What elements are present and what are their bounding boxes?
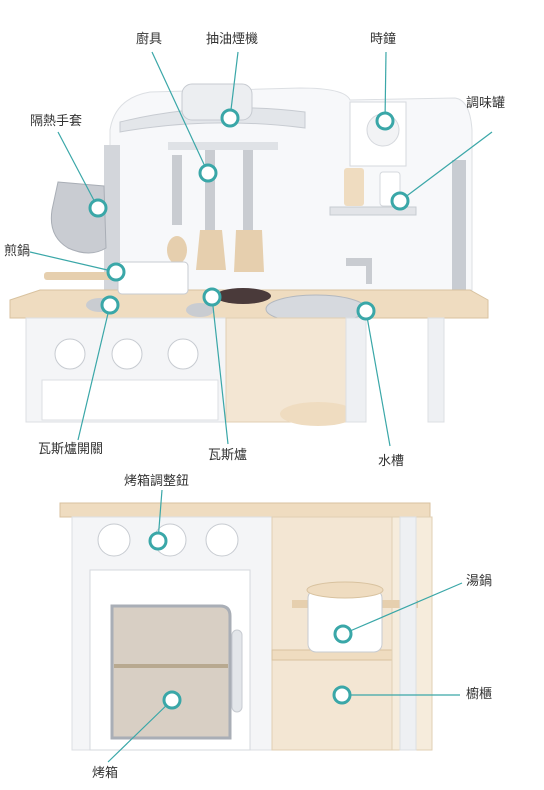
label-clock: 時鐘 xyxy=(370,32,397,47)
spoon-head xyxy=(167,236,187,264)
oven-handle xyxy=(231,629,243,713)
knob-3 xyxy=(167,338,199,370)
label-oven: 烤箱 xyxy=(92,766,119,781)
label-stove-knob: 瓦斯爐開關 xyxy=(38,442,104,457)
spice-jar-1 xyxy=(344,168,364,206)
top-kitchen-illustration xyxy=(9,83,489,426)
marker-cabinet xyxy=(332,685,352,705)
knob-2 xyxy=(111,338,143,370)
marker-range-hood xyxy=(220,108,240,128)
label-soup-pot: 湯鍋 xyxy=(466,574,493,589)
marker-utensils xyxy=(198,163,218,183)
label-spice-jars: 調味罐 xyxy=(466,96,506,111)
spice-shelf xyxy=(329,206,417,216)
leader-frying-pan xyxy=(29,251,117,273)
bottom-knob-1 xyxy=(97,523,131,557)
label-oven-mitt: 隔熱手套 xyxy=(30,114,83,129)
faucet xyxy=(346,258,372,284)
bottom-knob-3 xyxy=(205,523,239,557)
marker-soup-pot xyxy=(333,624,353,644)
bottom-kitchen-illustration xyxy=(59,502,433,751)
label-stove: 瓦斯爐 xyxy=(208,448,248,463)
marker-clock xyxy=(375,111,395,131)
frying-pan-handle xyxy=(44,272,120,280)
bottom-counter-top xyxy=(59,502,431,518)
leader-stove-knob xyxy=(77,304,111,441)
utensil-rail xyxy=(168,142,278,150)
leader-sink xyxy=(365,310,391,447)
marker-oven-mitt xyxy=(88,198,108,218)
cabinet-leg xyxy=(399,516,417,751)
label-frying-pan: 煎鍋 xyxy=(4,244,31,259)
utensil-3 xyxy=(243,150,253,230)
burner-right xyxy=(186,303,214,317)
hood-chimney xyxy=(181,83,253,121)
leader-utensils xyxy=(151,51,209,174)
right-leg xyxy=(345,317,367,423)
knob-1 xyxy=(54,338,86,370)
oven-rack xyxy=(114,664,228,668)
leader-spice-jars xyxy=(399,131,493,202)
marker-oven xyxy=(162,690,182,710)
marker-stove-knob xyxy=(100,295,120,315)
marker-stove xyxy=(202,287,222,307)
utensil-1 xyxy=(172,155,182,225)
leader-clock xyxy=(384,51,387,122)
leader-oven xyxy=(107,699,173,763)
soup-pot-lid xyxy=(306,581,384,599)
marker-spice-jars xyxy=(390,191,410,211)
markers xyxy=(88,108,410,710)
hot-plate xyxy=(215,288,271,304)
spatula-head xyxy=(196,230,226,270)
oven-door-top xyxy=(41,379,219,421)
leader-soup-pot xyxy=(342,582,463,635)
leader-stove xyxy=(211,296,229,445)
label-sink: 水槽 xyxy=(378,454,405,469)
marker-sink xyxy=(356,301,376,321)
oven-window xyxy=(110,604,232,740)
leader-oven-mitt xyxy=(57,131,99,209)
frying-pan-body xyxy=(117,261,189,295)
callouts xyxy=(29,51,493,763)
label-utensils: 廚具 xyxy=(136,32,163,47)
utensil-2 xyxy=(205,150,215,230)
oven-mitt-shape xyxy=(50,181,107,254)
turner-head xyxy=(234,230,264,272)
label-range-hood: 抽油煙機 xyxy=(206,32,259,47)
right-side-strip xyxy=(452,160,466,302)
marker-frying-pan xyxy=(106,262,126,282)
label-oven-knob: 烤箱調整鈕 xyxy=(124,474,190,489)
right-leg-2 xyxy=(427,317,445,423)
leader-range-hood xyxy=(229,51,239,119)
marker-oven-knob xyxy=(148,531,168,551)
label-cabinet: 櫥櫃 xyxy=(466,687,493,702)
top-soup-pot xyxy=(280,402,356,426)
left-side-strip xyxy=(104,145,120,295)
